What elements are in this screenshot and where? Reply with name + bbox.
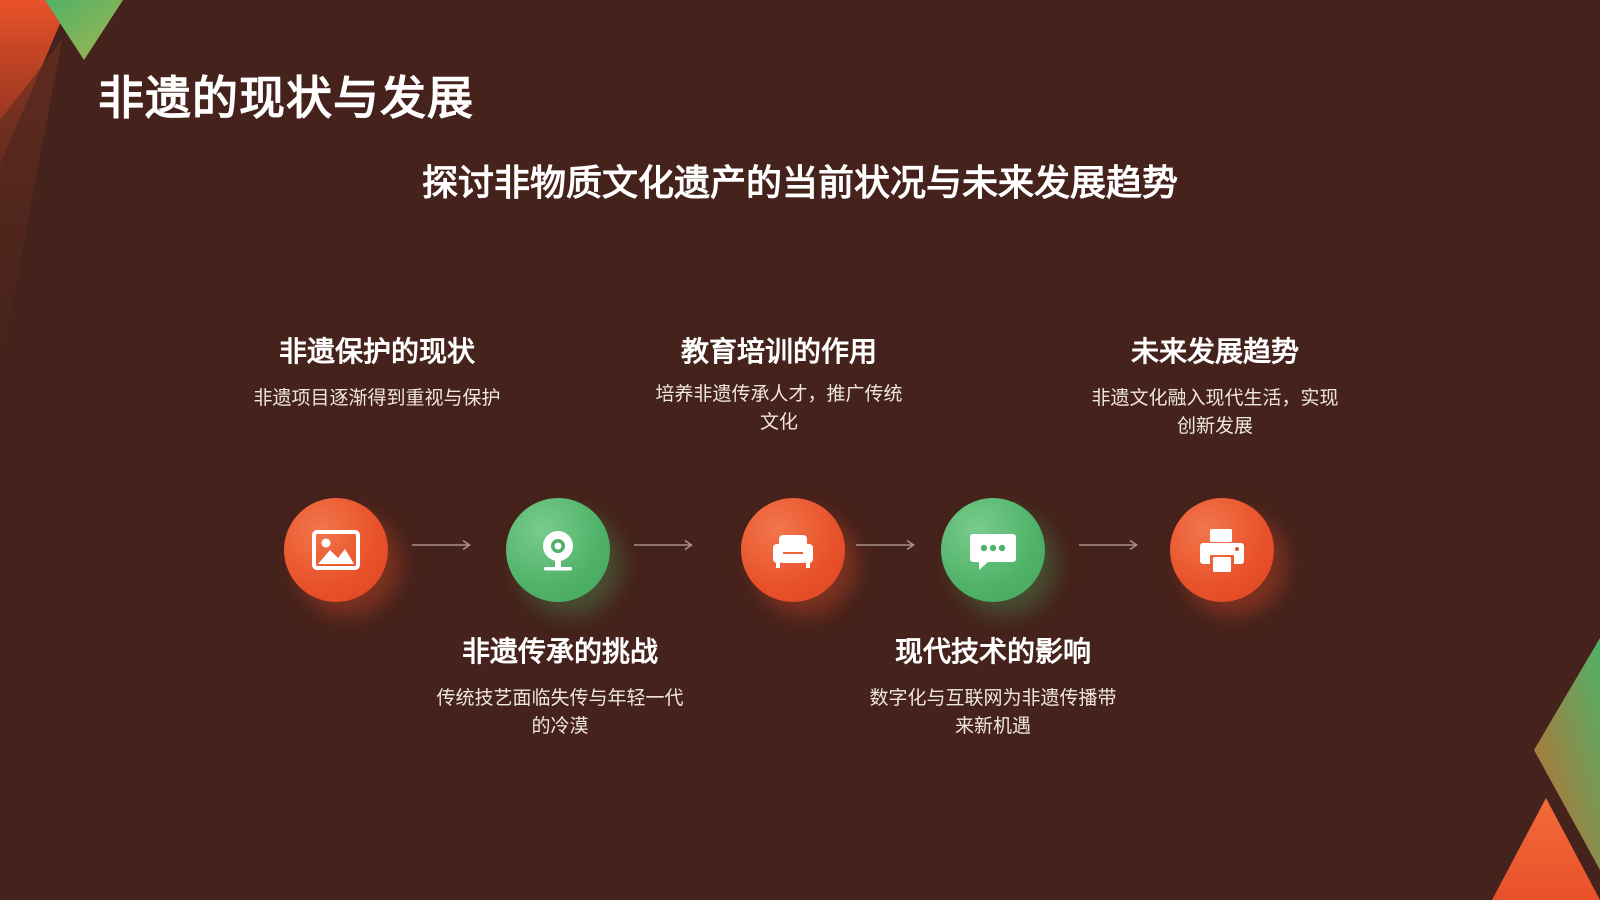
page-subtitle: 探讨非物质文化遗产的当前状况与未来发展趋势 — [421, 163, 1178, 204]
chat-bubble-icon — [970, 534, 1016, 570]
bottom-right-decoration — [1492, 638, 1600, 900]
step-4-desc: 数字化与互联网为非遗传播带来新机遇 — [869, 687, 1117, 737]
step-5-icon-circle — [1170, 498, 1274, 602]
step-5-title: 未来发展趋势 — [1130, 335, 1299, 368]
top-left-decoration — [0, 0, 123, 370]
step-2-desc: 传统技艺面临失传与年轻一代的冷漠 — [436, 687, 684, 737]
step-1-text: 非遗保护的现状 非遗项目逐渐得到重视与保护 — [247, 330, 507, 412]
step-4-icon-circle — [941, 498, 1045, 602]
step-2-text: 非遗传承的挑战 传统技艺面临失传与年轻一代的冷漠 — [430, 630, 690, 740]
arrow-right-icon — [856, 539, 915, 551]
step-3-desc: 培养非遗传承人才，推广传统文化 — [655, 383, 903, 433]
sofa-icon — [773, 535, 813, 568]
arrow-right-icon — [1079, 539, 1138, 551]
step-1-title: 非遗保护的现状 — [278, 335, 475, 368]
step-5-desc: 非遗文化融入现代生活，实现创新发展 — [1091, 387, 1339, 437]
step-1-icon-circle — [284, 498, 388, 602]
step-4-title: 现代技术的影响 — [894, 635, 1091, 668]
arrow-right-icon — [634, 539, 693, 551]
arrow-right-icon — [412, 539, 471, 551]
page-title: 非遗的现状与发展 — [98, 71, 474, 125]
step-3-text: 教育培训的作用 培养非遗传承人才，推广传统文化 — [649, 330, 909, 436]
step-5-text: 未来发展趋势 非遗文化融入现代生活，实现创新发展 — [1085, 330, 1345, 440]
step-3-icon-circle — [741, 498, 845, 602]
printer-icon — [1200, 529, 1244, 572]
step-2-icon-circle — [506, 498, 610, 602]
step-2-title: 非遗传承的挑战 — [461, 635, 658, 668]
step-4-text: 现代技术的影响 数字化与互联网为非遗传播带来新机遇 — [863, 630, 1123, 740]
image-icon — [312, 530, 360, 570]
webcam-icon — [543, 531, 573, 571]
step-1-desc: 非遗项目逐渐得到重视与保护 — [253, 387, 501, 409]
step-3-title: 教育培训的作用 — [680, 335, 877, 368]
